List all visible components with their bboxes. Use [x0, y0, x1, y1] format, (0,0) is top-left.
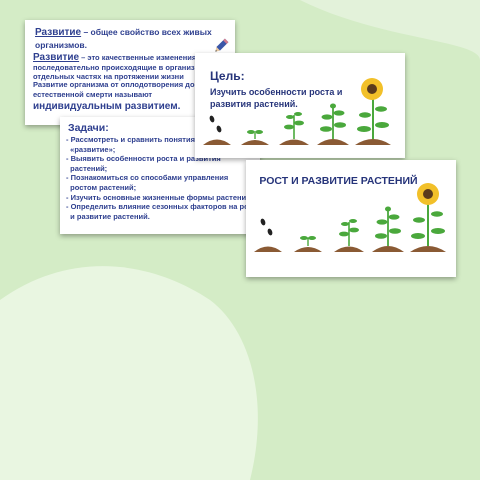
plant-growth-illustration [203, 78, 391, 145]
plant-growth-illustration [254, 183, 446, 252]
goal-title: Цель: [210, 69, 245, 83]
seed-icon [203, 115, 231, 145]
sunflower-icon [410, 183, 446, 252]
tasks-list: - Рассмотреть и сравнить понятия «рост» … [66, 135, 260, 221]
sprout-icon [372, 206, 404, 252]
development-term: Развитие [35, 27, 82, 38]
goal-text: Изучить особенности роста и развития рас… [210, 87, 343, 109]
list-item: - Определить влияние сезонных факторов н… [66, 202, 257, 212]
pencil-icon [215, 38, 229, 52]
development-line2: Развитие – это качественные изменения, п… [33, 53, 235, 82]
development-term-2: Развитие [33, 52, 80, 63]
sprout-icon [279, 112, 309, 145]
sprout-icon [294, 236, 322, 252]
development-line1: Развитие – общее свойство всех живых орг… [35, 26, 225, 52]
slide-goal: Цель: Изучить особенности роста и развит… [195, 53, 405, 158]
sprout-icon [317, 103, 349, 145]
list-item: - Выявить особенности роста и развития [66, 154, 221, 164]
growth-title: РОСТ И РАЗВИТИЕ РАСТЕНИЙ [259, 175, 418, 187]
development-line4: индивидуальным развитием. [33, 101, 181, 112]
seed-icon [254, 218, 282, 252]
list-item: - Познакомиться со способами управления [66, 173, 229, 183]
development-line3: Развитие организма от оплодотворения до … [33, 80, 195, 99]
sunflower-icon [355, 78, 391, 145]
slide-tasks: Задачи: - Рассмотреть и сравнить понятия… [60, 117, 260, 234]
list-item: и развитие растений. [66, 211, 150, 221]
tasks-heading: Задачи: [68, 122, 109, 134]
list-item: растений; [66, 163, 108, 173]
list-item: - Изучить основные жизненные формы расте… [66, 192, 254, 202]
development-definition-2: – это качественные изменения, последоват… [33, 53, 225, 81]
list-item: ростом растений; [66, 182, 137, 192]
slide-growth: РОСТ И РАЗВИТИЕ РАСТЕНИЙ [246, 160, 456, 277]
sprout-icon [334, 219, 364, 252]
development-definition: – общее свойство всех живых организмов. [35, 27, 212, 50]
list-item: «развитие»; [66, 144, 116, 154]
sprout-icon [241, 130, 269, 145]
